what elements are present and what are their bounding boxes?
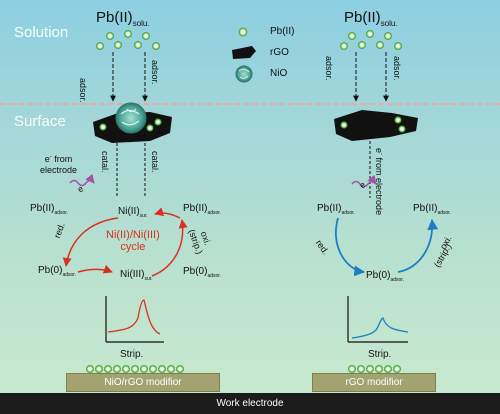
right-red-arrow — [335, 217, 366, 277]
left-adsor-label-1: adsor. — [78, 78, 88, 103]
pb-ion-icon — [238, 27, 248, 37]
left-pb0-label: Pb(0)adsor. — [38, 265, 77, 278]
nio-particle-icon — [235, 65, 253, 83]
left-top-arrow — [154, 207, 181, 219]
right-pb-adsor-right-label: Pb(II)adsor. — [413, 203, 452, 216]
left-bottom-arrow — [77, 264, 113, 274]
right-electron-wave — [351, 174, 377, 188]
left-surface-ions — [99, 118, 162, 132]
legend-rgo-label: rGO — [270, 47, 289, 58]
rgo-sheet-icon — [232, 46, 256, 59]
left-red-arrow — [62, 217, 119, 267]
left-adsor-label-2: adsor. — [150, 60, 160, 85]
right-electrode-ions — [348, 365, 401, 373]
right-adsor-label-2: adsor. — [392, 56, 402, 81]
surface-region-label: Surface — [14, 113, 66, 130]
left-electron-wave — [69, 173, 95, 187]
left-catal-label-2: catal. — [150, 151, 160, 173]
left-catal-label-1: catal. — [100, 151, 110, 173]
left-pb-adsor-right-label: Pb(II)adsor. — [183, 203, 222, 216]
right-pb-solution-label: Pb(II)solu. — [344, 9, 398, 28]
rgo-modifier: rGO modifior — [312, 373, 436, 392]
right-oxi-arrow — [397, 218, 439, 273]
right-adsor-label-1: adsor. — [324, 56, 334, 81]
left-oxi-arrow — [151, 219, 188, 277]
left-solution-ions — [96, 30, 160, 50]
solution-region-label: Solution — [14, 24, 69, 41]
work-electrode-bar: Work electrode — [0, 393, 500, 414]
right-surface-ions — [340, 116, 406, 133]
right-electron-source-label: e- from electrode — [374, 148, 384, 216]
left-nio-particle — [115, 102, 147, 134]
legend-nio-label: NiO — [270, 68, 288, 79]
left-ni-iii-label: Ni(III)sur. — [120, 269, 153, 282]
right-solution-ions — [340, 30, 402, 50]
left-electrode-ions — [86, 365, 184, 373]
left-stripping-plot — [105, 296, 164, 343]
right-pb-adsor-left-label: Pb(II)adsor. — [317, 203, 356, 216]
nio-rgo-modifier: NiO/rGO modifior — [66, 373, 220, 392]
right-pb0-label: Pb(0)adsor. — [366, 270, 405, 283]
left-strip-caption: Strip. — [120, 349, 144, 360]
right-strip-caption: Strip. — [368, 349, 392, 360]
legend-pb-label: Pb(II) — [270, 26, 295, 37]
left-cycle-label: Ni(II)/Ni(III)cycle — [106, 229, 160, 253]
left-pb-solution-label: Pb(II)solu. — [96, 9, 150, 28]
right-stripping-plot — [347, 296, 409, 343]
left-pb0-right-label: Pb(0)adsor. — [183, 266, 222, 279]
left-pb-adsor-label: Pb(II)adsor. — [30, 203, 69, 216]
left-ni-ii-label: Ni(II)sur. — [118, 206, 148, 219]
